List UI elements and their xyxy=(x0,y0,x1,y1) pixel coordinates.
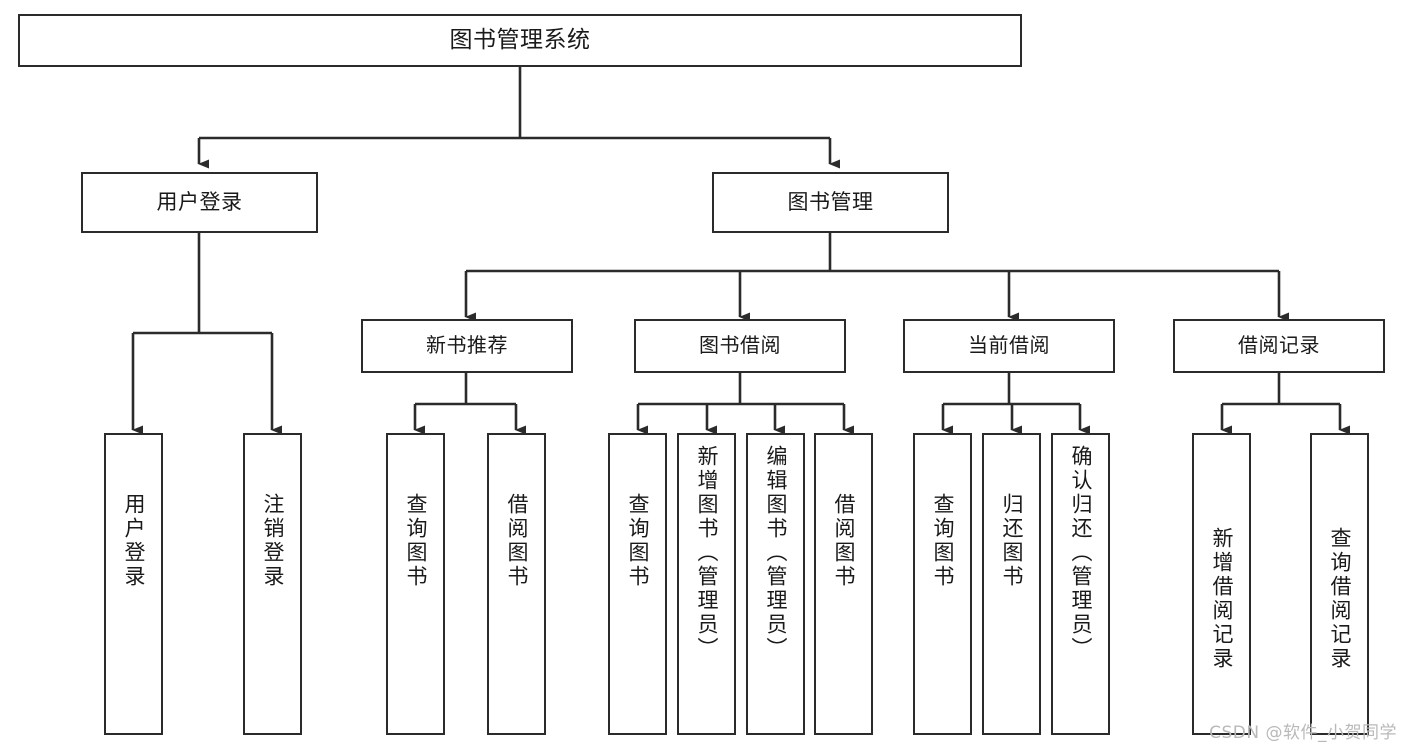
node-user-login[interactable]: 用户登录 xyxy=(81,172,318,233)
leaf-new-book-borrow[interactable]: 借阅图书 xyxy=(487,433,546,735)
node-label: 查询图书 xyxy=(404,493,428,589)
node-label: 确认归还（管理员） xyxy=(1069,445,1093,661)
node-label: 借阅图书 xyxy=(832,493,856,589)
leaf-borrow-record-add[interactable]: 新增借阅记录 xyxy=(1192,433,1251,735)
node-label: 注销登录 xyxy=(261,493,285,589)
node-book-borrow[interactable]: 图书借阅 xyxy=(634,319,846,373)
node-book-management[interactable]: 图书管理 xyxy=(712,172,949,233)
node-label: 用户登录 xyxy=(122,493,146,589)
node-new-book-recommend[interactable]: 新书推荐 xyxy=(361,319,573,373)
leaf-book-borrow-query[interactable]: 查询图书 xyxy=(608,433,667,735)
node-label: 查询图书 xyxy=(626,493,650,589)
leaf-book-borrow-borrow[interactable]: 借阅图书 xyxy=(814,433,873,735)
leaf-current-borrow-confirm-admin[interactable]: 确认归还（管理员） xyxy=(1051,433,1110,735)
node-label: 借阅记录 xyxy=(1238,333,1320,358)
leaf-new-book-query[interactable]: 查询图书 xyxy=(386,433,445,735)
node-label: 归还图书 xyxy=(1000,493,1024,589)
node-current-borrow[interactable]: 当前借阅 xyxy=(903,319,1115,373)
node-label: 借阅图书 xyxy=(505,493,529,589)
node-label: 新书推荐 xyxy=(426,333,508,358)
node-label: 图书管理 xyxy=(787,190,874,215)
leaf-book-borrow-add-admin[interactable]: 新增图书（管理员） xyxy=(677,433,736,735)
leaf-current-borrow-query[interactable]: 查询图书 xyxy=(913,433,972,735)
leaf-current-borrow-return[interactable]: 归还图书 xyxy=(982,433,1041,735)
node-label: 查询图书 xyxy=(931,493,955,589)
node-label: 图书借阅 xyxy=(699,333,781,358)
node-label: 新增图书（管理员） xyxy=(695,445,719,661)
node-borrow-record[interactable]: 借阅记录 xyxy=(1173,319,1385,373)
leaf-borrow-record-query[interactable]: 查询借阅记录 xyxy=(1310,433,1369,735)
node-label: 当前借阅 xyxy=(968,333,1050,358)
node-label: 图书管理系统 xyxy=(449,26,591,53)
node-root-library-system[interactable]: 图书管理系统 xyxy=(18,14,1022,67)
node-label: 用户登录 xyxy=(156,190,243,215)
node-label: 查询借阅记录 xyxy=(1328,527,1352,671)
leaf-user-login-login[interactable]: 用户登录 xyxy=(104,433,163,735)
csdn-watermark: CSDN @软件_小贺同学 xyxy=(1209,723,1397,743)
node-label: 编辑图书（管理员） xyxy=(764,445,788,661)
node-label: 新增借阅记录 xyxy=(1210,527,1234,671)
leaf-book-borrow-edit-admin[interactable]: 编辑图书（管理员） xyxy=(746,433,805,735)
leaf-user-login-logout[interactable]: 注销登录 xyxy=(243,433,302,735)
